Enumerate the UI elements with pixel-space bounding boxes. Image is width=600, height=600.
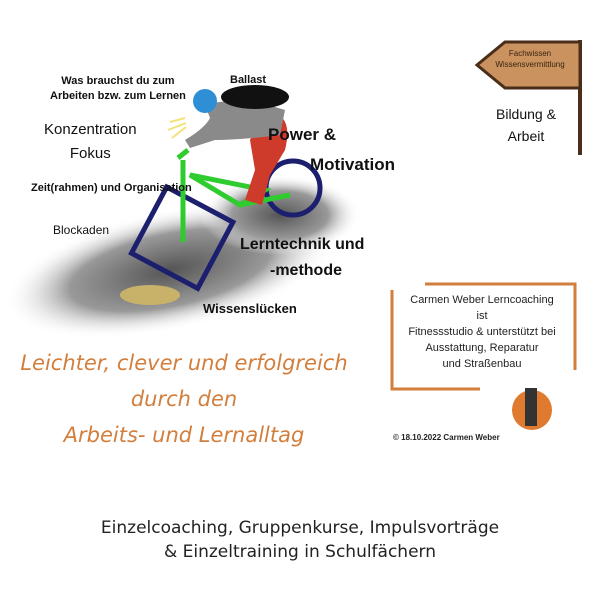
- konzentration-line: Konzentration: [44, 121, 137, 138]
- footer-line: & Einzeltraining in Schulfächern: [163, 542, 437, 562]
- slogan: Leichter, clever und erfolgreich durch d…: [14, 345, 354, 453]
- footer-line: Einzelcoaching, Gruppenkurse, Impulsvort…: [100, 518, 500, 538]
- info-line: Ausstattung, Reparatur: [425, 342, 539, 354]
- ballast-label: Ballast: [230, 74, 267, 86]
- info-line: ist: [476, 310, 488, 322]
- question-line: Arbeiten bzw. zum Lernen: [50, 90, 186, 102]
- info-line: Carmen Weber Lerncoaching: [410, 294, 554, 306]
- info-line: Fitnessstudio & unterstützt bei: [408, 326, 556, 338]
- zeit-label: Zeit(rahmen) und Organisation: [31, 182, 192, 194]
- square-wheel: [128, 183, 237, 292]
- question-text: Was brauchst du zum Arbeiten bzw. zum Le…: [50, 74, 186, 104]
- sign-line: Fachwissen: [508, 49, 552, 58]
- power-line: Power &: [268, 125, 337, 144]
- slogan-line: Leichter, clever und erfolgreich: [20, 351, 348, 375]
- signpost-label: Bildung & Arbeit: [496, 103, 556, 147]
- signpost-sign: [474, 40, 582, 90]
- fokus-line: Fokus: [69, 145, 111, 162]
- blockaden-label: Blockaden: [53, 223, 110, 237]
- info-line: und Straßenbau: [442, 358, 522, 370]
- torso: [185, 101, 285, 148]
- signpost-sign-text: Fachwissen Wissensvermittlung: [482, 48, 578, 70]
- info-box: Carmen Weber Lerncoaching ist Fitnessstu…: [392, 292, 572, 372]
- signpost-label-line: Bildung &: [496, 106, 556, 122]
- lerntechnik-line: Lerntechnik und: [240, 236, 365, 253]
- backpack: [221, 85, 289, 109]
- slogan-line: Arbeits- und Lernalltag: [63, 423, 305, 447]
- signpost-label-line: Arbeit: [507, 128, 545, 144]
- lerntechnik-label: Lerntechnik und -methode: [240, 232, 364, 284]
- konzentration-label: Konzentration Fokus: [44, 118, 137, 166]
- helmet: [193, 89, 217, 113]
- light-rays: [167, 117, 187, 139]
- info-frame: [390, 282, 577, 391]
- motivation-line: Motivation: [310, 155, 395, 174]
- pothole: [120, 285, 180, 305]
- wissensluecken-label: Wissenslücken: [203, 301, 297, 316]
- power-label: Power & Motivation: [268, 120, 395, 180]
- methode-line: -methode: [270, 262, 342, 279]
- footer: Einzelcoaching, Gruppenkurse, Impulsvort…: [0, 516, 600, 564]
- question-line: Was brauchst du zum: [61, 75, 175, 87]
- sign-line: Wissensvermittlung: [495, 60, 565, 69]
- copyright: © 18.10.2022 Carmen Weber: [393, 433, 500, 442]
- slogan-line: durch den: [130, 387, 238, 411]
